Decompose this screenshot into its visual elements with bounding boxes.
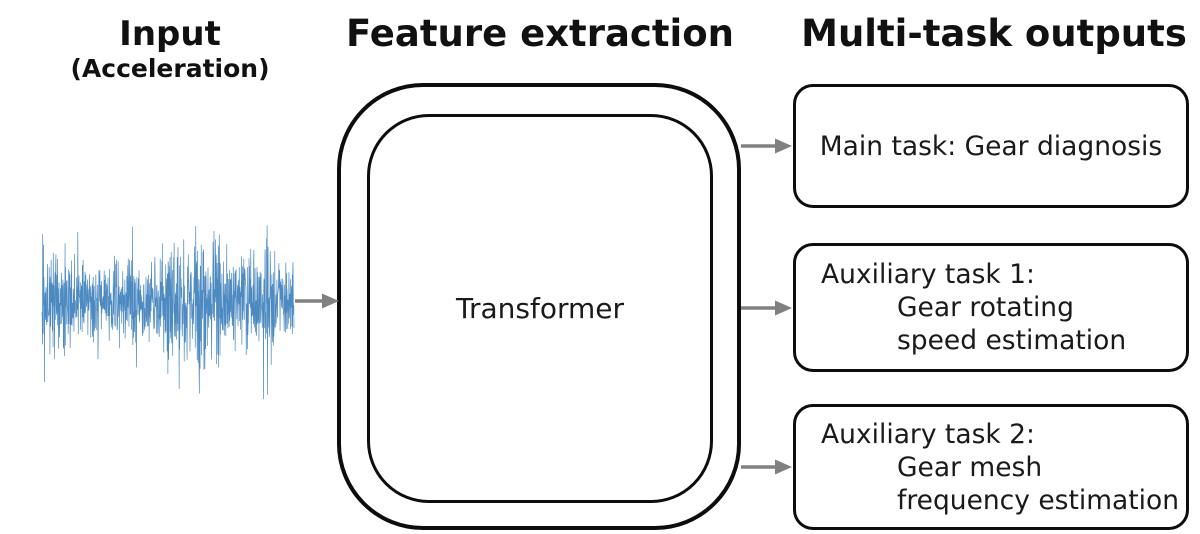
output-box-main-task: Main task: Gear diagnosis	[793, 84, 1189, 208]
acceleration-waveform	[40, 164, 296, 440]
input-column-subtitle: (Acceleration)	[70, 54, 270, 83]
feature-extraction-column-title: Feature extraction	[345, 12, 734, 55]
multi-task-outputs-column-title: Multi-task outputs	[801, 12, 1187, 55]
aux-task-2-line-2: Gear mesh	[897, 451, 1043, 483]
arrow-transformer-to-aux-task-2	[741, 459, 792, 475]
arrow-transformer-to-main-task	[741, 138, 792, 154]
arrow-transformer-to-aux-task-1	[741, 300, 792, 316]
aux-task-2-title: Auxiliary task 2:	[821, 418, 1035, 450]
transformer-block: Transformer	[367, 114, 713, 503]
waveform-svg	[41, 225, 295, 400]
aux-task-1-line-3: speed estimation	[897, 325, 1127, 356]
arrow-input-to-transformer	[295, 293, 339, 309]
aux-task-1-line-2: Gear rotating	[897, 292, 1074, 323]
transformer-block-label: Transformer	[455, 292, 624, 325]
aux-task-2-line-3: frequency estimation	[897, 484, 1180, 516]
output-box-aux-task-1: Auxiliary task 1: Gear rotating speed es…	[793, 243, 1189, 372]
output-box-aux-task-2: Auxiliary task 2: Gear mesh frequency es…	[793, 404, 1189, 530]
main-task-label: Main task: Gear diagnosis	[819, 130, 1163, 162]
input-column-title: Input	[119, 14, 221, 54]
waveform-trace	[41, 225, 295, 400]
aux-task-1-title: Auxiliary task 1:	[821, 259, 1035, 290]
